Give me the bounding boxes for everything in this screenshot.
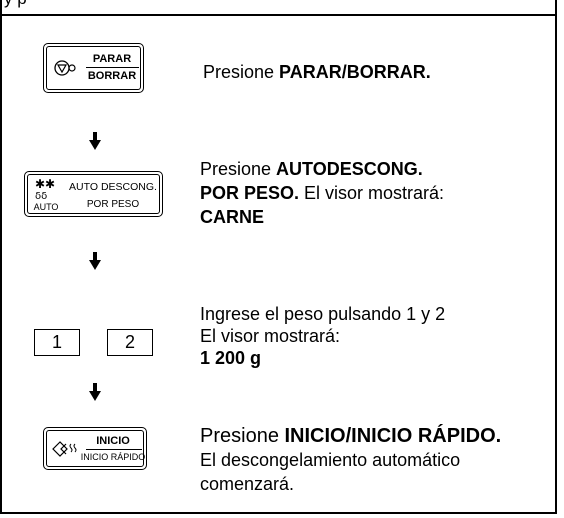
auto-defrost-label-bottom: POR PESO: [86, 199, 140, 210]
down-arrow-icon: [89, 132, 101, 150]
step-3-text: Ingrese el peso pulsando 1 y 2 El visor …: [200, 304, 446, 368]
header-strip: y p: [0, 0, 557, 16]
start-button[interactable]: INICIO INICIO RÁPIDO: [43, 427, 147, 470]
auto-defrost-button[interactable]: ✱✱ δδ AUTO AUTO DESCONG. POR PESO: [24, 171, 163, 217]
header-fragment: y p: [4, 0, 27, 8]
step-1-text: Presione PARAR/BORRAR.: [203, 62, 431, 82]
down-arrow-icon: [89, 252, 101, 270]
auto-side-label: AUTO: [33, 202, 59, 212]
down-arrow-icon: [89, 383, 101, 401]
defrost-icon: ✱✱ δδ: [35, 179, 55, 201]
auto-defrost-label-top: AUTO DESCONG.: [69, 181, 157, 193]
number-key-2[interactable]: 2: [107, 329, 153, 356]
instruction-frame: [0, 0, 557, 514]
stop-clear-button[interactable]: PARAR BORRAR: [43, 43, 144, 93]
start-key-label-top: INICIO: [96, 435, 130, 447]
svg-text:✱✱: ✱✱: [35, 179, 55, 191]
step-4-text: Presione INICIO/INICIO RÁPIDO. El descon…: [200, 425, 502, 494]
start-key-label-bottom: INICIO RÁPIDO: [80, 452, 146, 462]
step-2-text: Presione AUTODESCONG. POR PESO. El visor…: [200, 159, 445, 227]
svg-text:δδ: δδ: [35, 191, 47, 201]
stop-icon: [54, 60, 76, 76]
stop-key-label-bottom: BORRAR: [87, 70, 137, 82]
stop-key-label-top: PARAR: [92, 53, 132, 65]
number-key-1[interactable]: 1: [34, 329, 80, 356]
stop-key-divider: [86, 67, 139, 68]
start-key-divider: [86, 449, 142, 450]
start-icon: [52, 441, 77, 457]
